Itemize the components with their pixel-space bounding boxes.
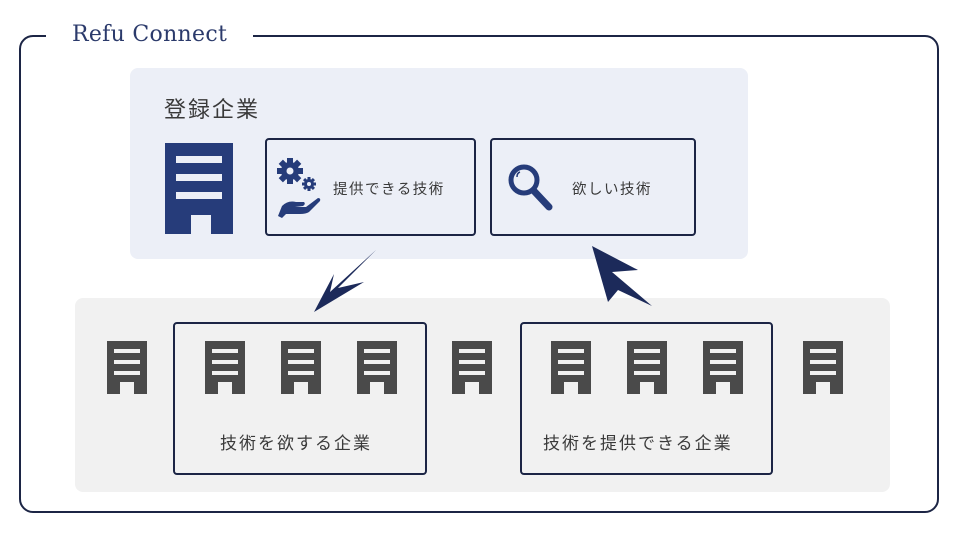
outer-frame <box>19 35 939 513</box>
wanted-technology-label: 欲しい技術 <box>572 182 652 198</box>
building-icon-providing <box>551 341 591 394</box>
building-icon-standalone <box>452 341 492 394</box>
market-panel <box>75 298 890 492</box>
offer-technology-label: 提供できる技術 <box>333 182 445 198</box>
wanted-technology-box[interactable] <box>490 138 696 236</box>
building-icon-standalone <box>107 341 147 394</box>
building-icon-standalone <box>803 341 843 394</box>
providing-companies-group[interactable] <box>520 322 773 475</box>
app-title: Refu Connect <box>46 18 254 52</box>
building-icon-seeking <box>357 341 397 394</box>
building-icon-registered <box>165 143 233 234</box>
arrow-down-left-icon <box>314 250 376 312</box>
building-icon-providing <box>703 341 743 394</box>
building-icon-providing <box>627 341 667 394</box>
arrow-up-left-icon <box>592 246 652 306</box>
gears-hand-icon <box>277 158 321 218</box>
offer-technology-box[interactable] <box>265 138 476 236</box>
seeking-companies-label: 技術を欲する企業 <box>220 434 372 454</box>
building-icon-seeking <box>205 341 245 394</box>
registered-company-panel <box>130 68 748 259</box>
seeking-companies-group[interactable] <box>173 322 427 475</box>
magnifier-icon <box>508 164 553 211</box>
registered-company-title: 登録企業 <box>164 98 261 123</box>
building-icon-seeking <box>281 341 321 394</box>
providing-companies-label: 技術を提供できる企業 <box>543 434 733 454</box>
